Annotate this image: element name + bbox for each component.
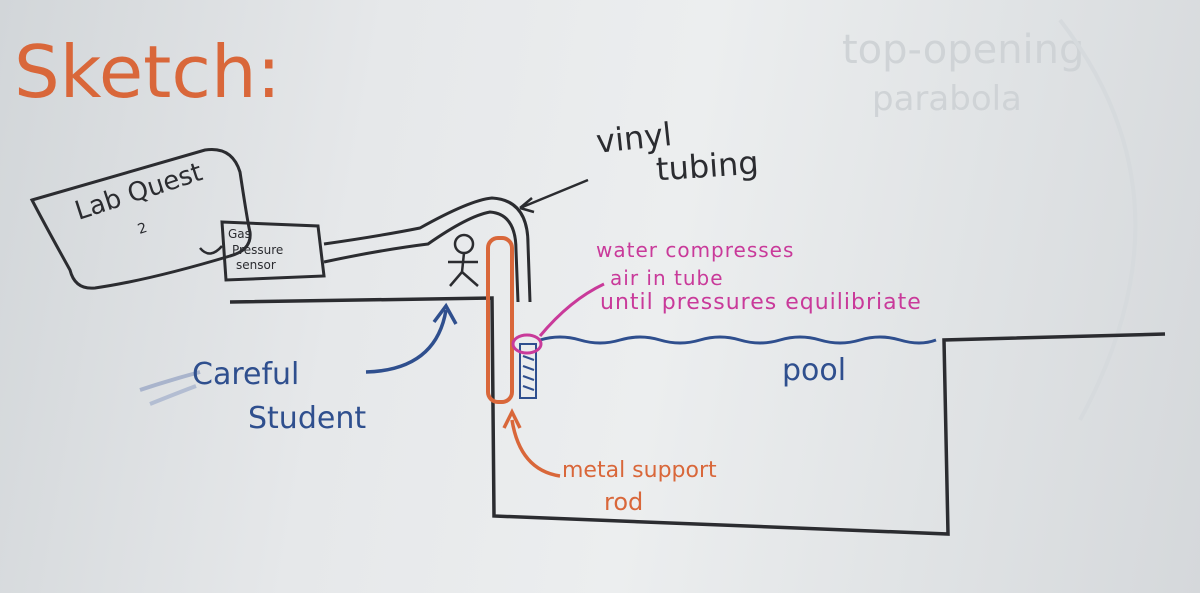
compression-highlight-circle (511, 333, 543, 355)
vinyl-tubing-outer (323, 196, 532, 303)
rod-arrow (510, 419, 561, 478)
student-stick-figure (448, 233, 479, 287)
annotation-line1: water compresses (596, 238, 795, 262)
water-hatching (522, 355, 535, 391)
labquest-device (29, 147, 252, 290)
student-arrow (365, 309, 448, 374)
ghost-text-line1: top-opening (842, 27, 1085, 73)
sensor-label-line1: Gas (228, 227, 251, 241)
student-label-line1: Careful (192, 357, 300, 392)
smudge (139, 370, 201, 392)
vinyl-tubing-inner (323, 210, 520, 303)
water-in-tube (519, 343, 537, 399)
rod-arrowhead (502, 408, 522, 429)
rod-label-line2: rod (604, 488, 644, 516)
heading: Sketch: (14, 30, 281, 114)
ghost-text-line2: parabola (872, 79, 1022, 119)
tubing-arrow (519, 178, 589, 214)
erased-arc (1058, 18, 1138, 421)
tubing-label-line2: tubing (654, 143, 760, 189)
rod-label-line1: metal support (562, 458, 717, 483)
sensor-label-line3: sensor (236, 258, 276, 272)
annotation-line3: until pressures equilibriate (600, 290, 922, 315)
gas-pressure-sensor-box (220, 220, 326, 282)
student-arrowhead (432, 302, 458, 325)
smudge (149, 384, 197, 406)
device-cable (199, 245, 223, 255)
pool-label: pool (782, 353, 847, 388)
annotation-line2: air in tube (610, 266, 724, 290)
metal-support-rod (486, 236, 514, 404)
sensor-label-line2: Pressure (232, 243, 284, 257)
pool-outline (229, 296, 1166, 536)
water-surface (539, 335, 937, 345)
student-label-line2: Student (248, 401, 367, 436)
annotation-pointer (538, 282, 605, 337)
